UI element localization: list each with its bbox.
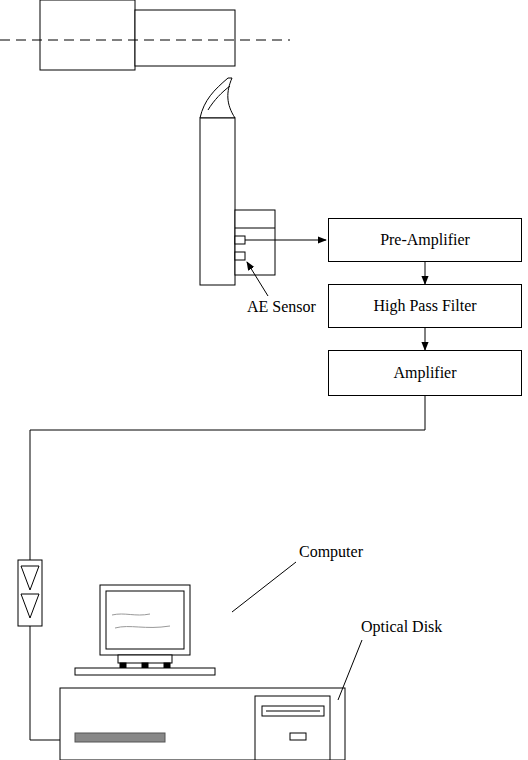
- part-label: AE Sensor: [246, 298, 317, 316]
- tool-holder: [200, 118, 235, 285]
- signal-arrow: [425, 328, 426, 350]
- cable: [30, 626, 60, 740]
- signal-wire: [245, 240, 326, 241]
- process-box: High Pass Filter: [328, 284, 522, 328]
- leader-line: [232, 562, 296, 612]
- screen-trace: [112, 614, 170, 628]
- disk-slot-line: [266, 711, 320, 712]
- tool-edge: [208, 86, 230, 110]
- drive-button: [290, 733, 306, 740]
- leader-line: [338, 640, 362, 700]
- buffer-triangle: [21, 594, 39, 618]
- optical-drive: [255, 696, 330, 760]
- buffer-box: [18, 560, 42, 626]
- process-box: Amplifier: [328, 350, 522, 396]
- buffer-triangle: [21, 566, 39, 590]
- screen: [106, 591, 184, 649]
- sensor-terminal: [235, 252, 245, 260]
- stand-foot: [164, 663, 170, 668]
- sensor-line: [235, 228, 275, 229]
- tool-tip: [200, 78, 235, 118]
- signal-arrow: [425, 262, 426, 284]
- monitor-stand: [118, 655, 172, 663]
- process-box: Pre-Amplifier: [328, 218, 522, 262]
- keyboard-plate: [75, 668, 215, 675]
- lathe-chuck: [40, 0, 135, 70]
- stand-foot: [142, 663, 148, 668]
- cable: [30, 396, 425, 560]
- part-label: Computer: [298, 543, 364, 561]
- disk-slot: [262, 706, 324, 716]
- computer-case: [60, 688, 345, 760]
- box-label: High Pass Filter: [373, 297, 476, 315]
- center-line: [0, 40, 290, 41]
- leader-line: [247, 262, 268, 296]
- box-label: Pre-Amplifier: [380, 231, 470, 249]
- case-slot: [75, 733, 165, 742]
- box-label: Amplifier: [393, 364, 456, 382]
- sensor-terminal: [235, 236, 245, 244]
- ae-sensor: [235, 210, 275, 275]
- monitor: [100, 585, 190, 655]
- stand-foot: [120, 663, 126, 668]
- workpiece: [135, 10, 235, 66]
- part-label: Optical Disk: [360, 618, 443, 636]
